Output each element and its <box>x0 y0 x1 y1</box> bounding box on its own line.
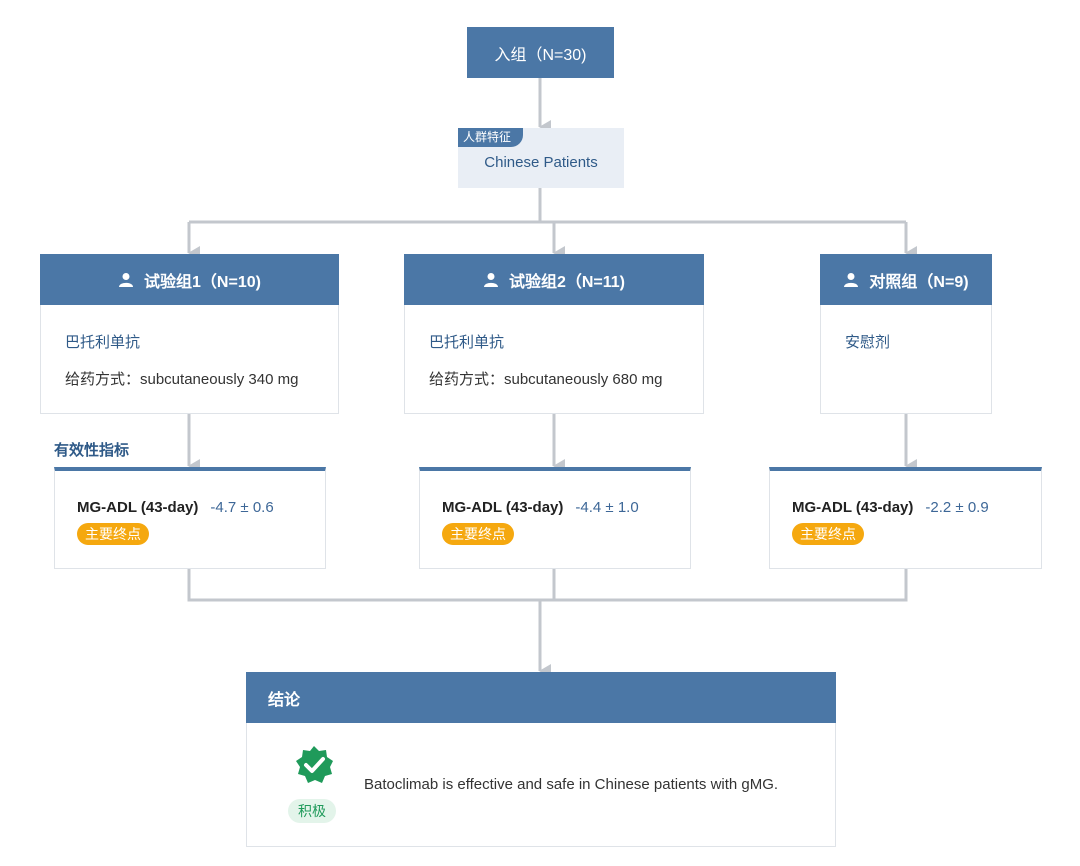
conclusion-header: 结论 <box>246 672 836 723</box>
efficacy-card-3: MG-ADL (43-day) -2.2 ± 0.9 主要终点 <box>769 467 1042 569</box>
arm-3: 对照组（N=9) 安慰剂 <box>820 254 992 414</box>
efficacy-card-2: MG-ADL (43-day) -4.4 ± 1.0 主要终点 <box>419 467 691 569</box>
efficacy-name: MG-ADL (43-day) <box>442 499 564 516</box>
user-icon <box>844 272 859 287</box>
conclusion-body: 积极 Batoclimab is effective and safe in C… <box>246 723 836 847</box>
arm-3-header: 对照组（N=9) <box>820 254 992 305</box>
arm-1-route: 给药方式：subcutaneously 340 mg <box>65 371 299 388</box>
efficacy-card-1: MG-ADL (43-day) -4.7 ± 0.6 主要终点 <box>54 467 326 569</box>
arm-2-header: 试验组2（N=11) <box>404 254 704 305</box>
efficacy-value: -2.2 ± 0.9 <box>925 499 989 516</box>
primary-endpoint-badge: 主要终点 <box>442 523 514 545</box>
efficacy-name: MG-ADL (43-day) <box>792 499 914 516</box>
arm-1-header: 试验组1（N=10) <box>40 254 339 305</box>
efficacy-name: MG-ADL (43-day) <box>77 499 199 516</box>
positive-badge: 积极 <box>288 799 336 823</box>
efficacy-title: 有效性指标 <box>54 442 130 459</box>
population-text: Chinese Patients <box>484 154 598 171</box>
user-icon <box>119 272 134 287</box>
arm-1: 试验组1（N=10) 巴托利单抗 给药方式：subcutaneously 340… <box>40 254 339 414</box>
population-box: 人群特征 Chinese Patients <box>458 128 624 188</box>
connector-merge <box>187 569 908 602</box>
conclusion-text: Batoclimab is effective and safe in Chin… <box>364 776 779 793</box>
population-tag: 人群特征 <box>458 128 524 147</box>
primary-endpoint-badge: 主要终点 <box>77 523 149 545</box>
arm-2: 试验组2（N=11) 巴托利单抗 给药方式：subcutaneously 680… <box>404 254 704 414</box>
arm-2-drug: 巴托利单抗 <box>429 334 505 351</box>
arm-1-drug: 巴托利单抗 <box>65 334 141 351</box>
efficacy-value: -4.4 ± 1.0 <box>575 499 639 516</box>
arm-3-title: 对照组（N=9) <box>869 273 969 291</box>
efficacy-value: -4.7 ± 0.6 <box>210 499 274 516</box>
arm-3-drug: 安慰剂 <box>845 334 891 351</box>
arm-3-body: 安慰剂 <box>820 305 992 414</box>
conclusion-title: 结论 <box>268 691 301 709</box>
check-badge-icon <box>296 746 333 783</box>
user-icon <box>483 272 498 287</box>
primary-endpoint-badge: 主要终点 <box>792 523 864 545</box>
arm-2-route: 给药方式：subcutaneously 680 mg <box>429 371 663 388</box>
enrollment-label: 入组（N=30) <box>494 46 587 64</box>
arm-1-title: 试验组1（N=10) <box>144 273 261 291</box>
arm-2-body: 巴托利单抗 给药方式：subcutaneously 680 mg <box>404 305 704 414</box>
arm-2-title: 试验组2（N=11) <box>508 273 626 291</box>
arm-1-body: 巴托利单抗 给药方式：subcutaneously 340 mg <box>40 305 339 414</box>
enrollment-box: 入组（N=30) <box>467 27 614 78</box>
